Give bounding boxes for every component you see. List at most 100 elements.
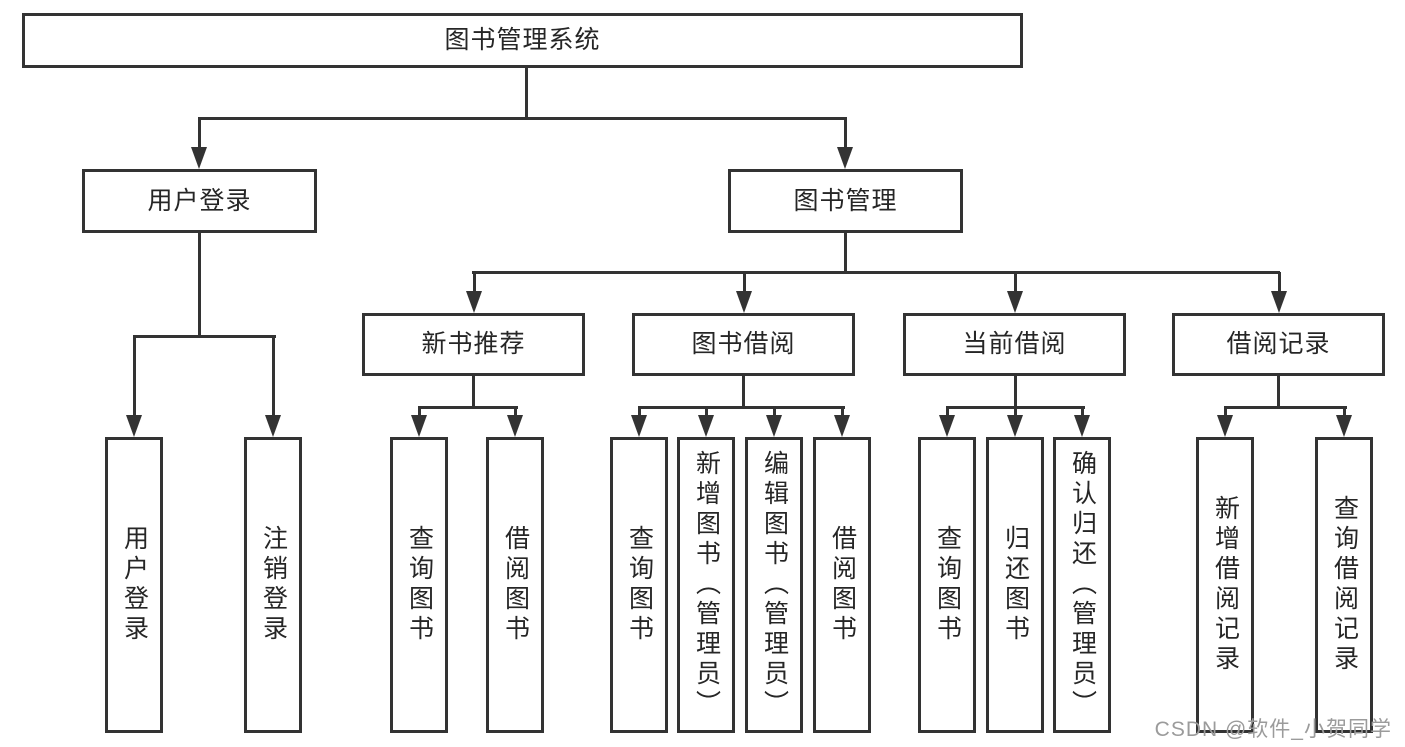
arrow-head [698,415,714,437]
arrow-shaft [742,272,746,301]
leaf-borrow-books-recommend: 借阅图书 [486,437,544,733]
arrow-head [465,291,482,313]
node-library-management-system: 图书管理系统 [22,13,1023,68]
node-label: 图书管理 [793,186,898,215]
arrow-head [1007,415,1023,437]
node-label: 新增图书（管理员） [692,450,721,720]
leaf-borrow-books-borrowing: 借阅图书 [813,437,871,733]
down-arrow-icon [191,118,208,169]
node-user-login: 用户登录 [82,169,317,233]
node-label: 借阅图书 [828,525,857,645]
leaf-user-login: 用户登录 [105,437,163,733]
node-book-management: 图书管理 [728,169,963,233]
leaf-query-books-borrowing: 查询图书 [610,437,668,733]
leaf-edit-book-admin: 编辑图书（管理员） [745,437,803,733]
arrow-shaft [1277,272,1281,301]
leaf-logout: 注销登录 [244,437,302,733]
node-label: 查询图书 [625,525,654,645]
node-label: 图书管理系统 [444,26,601,54]
arrow-head [1007,291,1023,313]
node-label: 查询图书 [933,525,962,645]
connector-line [1013,375,1017,407]
leaf-query-books-current: 查询图书 [918,437,976,733]
leaf-query-borrow-record: 查询借阅记录 [1315,437,1373,733]
down-arrow-icon [1336,407,1353,437]
down-arrow-icon [1007,407,1024,437]
node-label: 借阅记录 [1226,330,1331,358]
down-arrow-icon [1007,272,1024,313]
arrow-shaft [133,336,136,425]
arrow-shaft [472,272,476,301]
arrow-head [766,415,782,437]
down-arrow-icon [735,272,753,313]
node-label: 用户登录 [147,186,252,215]
arrow-head [507,415,523,437]
node-label: 当前借阅 [962,330,1067,358]
node-label: 图书借阅 [691,330,796,358]
leaf-confirm-return-admin: 确认归还（管理员） [1053,437,1111,733]
node-new-book-recommendation: 新书推荐 [362,313,585,376]
connector-line [197,231,201,336]
down-arrow-icon [837,118,854,169]
down-arrow-icon [1074,407,1091,437]
arrow-head [411,415,427,437]
down-arrow-icon [834,407,851,437]
connector-line [1277,375,1280,407]
connector-line [417,406,518,409]
arrow-head [126,415,142,437]
down-arrow-icon [465,272,483,313]
down-arrow-icon [631,407,648,437]
connector-line [197,117,847,120]
arrow-shaft [844,118,847,157]
arrow-head [735,291,752,313]
down-arrow-icon [126,336,143,437]
down-arrow-icon [411,407,428,437]
node-book-borrowing: 图书借阅 [632,313,855,376]
node-label: 查询借阅记录 [1330,495,1359,675]
node-label: 借阅图书 [501,525,530,645]
arrow-head [265,415,281,437]
leaf-return-books: 归还图书 [986,437,1044,733]
arrow-head [1336,415,1352,437]
leaf-add-borrow-record: 新增借阅记录 [1196,437,1254,733]
arrow-head [837,147,853,169]
arrow-shaft [272,336,275,425]
leaf-query-books-recommend: 查询图书 [390,437,448,733]
leaf-add-book-admin: 新增图书（管理员） [677,437,735,733]
arrow-head [191,147,207,169]
down-arrow-icon [1270,272,1288,313]
connector-line [132,335,276,338]
arrow-head [1270,291,1287,313]
node-borrowing-records: 借阅记录 [1172,313,1385,376]
down-arrow-icon [1217,407,1234,437]
node-label: 新增借阅记录 [1211,495,1240,675]
node-label: 编辑图书（管理员） [760,450,789,720]
down-arrow-icon [265,336,282,437]
connector-line [472,271,1280,274]
connector-line [524,66,528,118]
arrow-shaft [198,118,201,157]
arrow-head [1074,415,1090,437]
node-label: 用户登录 [120,525,149,645]
arrow-head [631,415,647,437]
connector-line [742,375,745,407]
arrow-shaft [1014,272,1017,301]
down-arrow-icon [766,407,783,437]
arrow-head [834,415,850,437]
connector-line [472,375,475,407]
down-arrow-icon [507,407,524,437]
arrow-head [939,415,955,437]
connector-line [637,406,845,409]
csdn-watermark: CSDN @软件_小贺同学 [1154,718,1392,741]
node-label: 归还图书 [1001,525,1030,645]
node-label: 注销登录 [259,525,288,645]
node-label: 确认归还（管理员） [1068,450,1097,720]
down-arrow-icon [939,407,956,437]
arrow-head [1217,415,1233,437]
node-label: 新书推荐 [421,330,526,358]
node-label: 查询图书 [405,525,434,645]
connector-line [843,231,847,273]
down-arrow-icon [698,407,715,437]
connector-line [1223,406,1347,409]
